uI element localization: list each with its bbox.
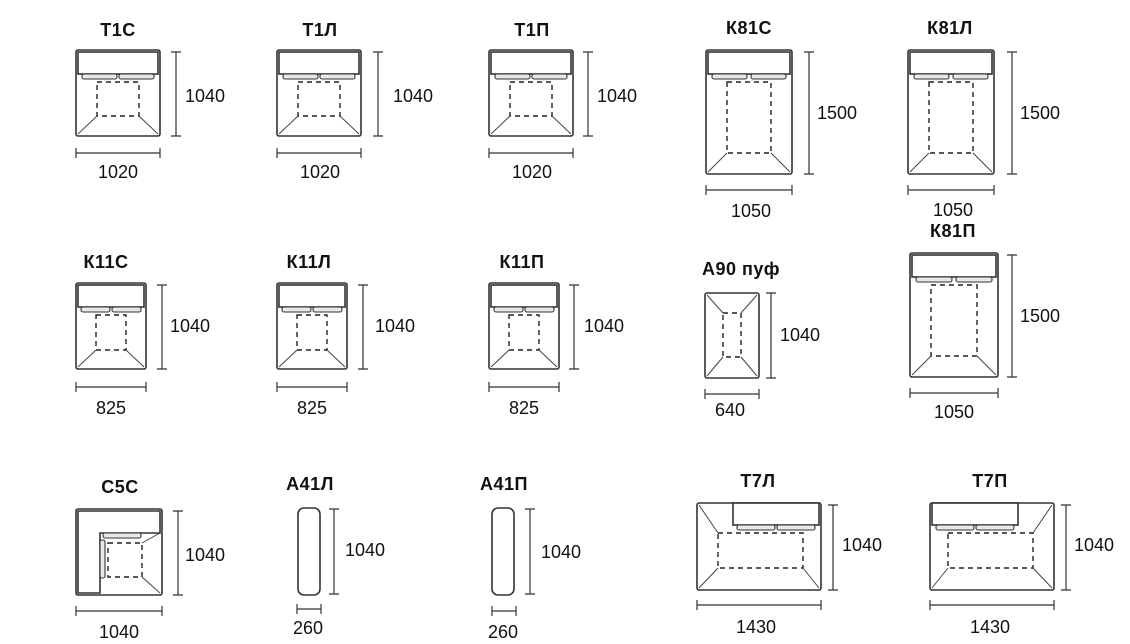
height-dimension: 1040 <box>393 86 433 106</box>
module-a90-pouf: А90 пуф 1040 640 <box>702 259 820 420</box>
module-label: К81С <box>726 18 772 38</box>
module-label: А41П <box>480 474 528 494</box>
module-label: А90 пуф <box>702 259 780 279</box>
height-dimension: 1040 <box>185 86 225 106</box>
module-label: К81П <box>930 221 976 241</box>
height-dimension: 1040 <box>185 545 225 565</box>
width-dimension: 1050 <box>731 201 771 221</box>
height-dimension: 1040 <box>541 542 581 562</box>
width-dimension: 1050 <box>934 402 974 422</box>
height-dimension: 1040 <box>597 86 637 106</box>
module-k11p: К11П 1040 825 <box>488 252 624 418</box>
module-label: Т1С <box>100 20 136 40</box>
width-dimension: 1050 <box>933 200 973 220</box>
width-dimension: 260 <box>293 618 323 638</box>
module-label: Т7П <box>972 471 1007 491</box>
module-label: К11С <box>83 252 128 272</box>
module-t1l: Т1Л 1040 1020 <box>276 20 433 182</box>
width-dimension: 825 <box>96 398 126 418</box>
module-a41p: А41П 1040 260 <box>480 474 581 642</box>
module-label: А41Л <box>286 474 334 494</box>
module-c5c: С5С 1040 1040 <box>75 477 225 642</box>
module-label: Т7Л <box>740 471 775 491</box>
module-t1c: Т1С 1040 1020 <box>75 20 225 182</box>
module-k81c: К81С 1500 1050 <box>705 18 857 221</box>
width-dimension: 1020 <box>512 162 552 182</box>
module-t1p: Т1П 1040 1020 <box>488 20 637 182</box>
height-dimension: 1500 <box>1020 306 1060 326</box>
width-dimension: 825 <box>509 398 539 418</box>
height-dimension: 1040 <box>170 316 210 336</box>
module-label: К81Л <box>927 18 973 38</box>
width-dimension: 825 <box>297 398 327 418</box>
height-dimension: 1040 <box>375 316 415 336</box>
module-label: К11Л <box>287 252 332 272</box>
module-k11c: К11С 1040 825 <box>75 252 210 418</box>
height-dimension: 1040 <box>345 540 385 560</box>
module-label: К11П <box>500 252 545 272</box>
width-dimension: 260 <box>488 622 518 642</box>
width-dimension: 1020 <box>98 162 138 182</box>
module-a41l: А41Л 1040 260 <box>286 474 385 638</box>
width-dimension: 1430 <box>736 617 776 637</box>
width-dimension: 1040 <box>99 622 139 642</box>
module-k81l: К81Л 1500 1050 <box>907 18 1060 220</box>
module-label: С5С <box>101 477 139 497</box>
module-k81p: К81П 1500 1050 <box>909 221 1060 422</box>
module-t7l: Т7Л 1040 1430 <box>696 471 882 637</box>
height-dimension: 1040 <box>1074 535 1114 555</box>
module-label: Т1П <box>514 20 549 40</box>
height-dimension: 1040 <box>780 325 820 345</box>
module-label: Т1Л <box>302 20 337 40</box>
height-dimension: 1500 <box>1020 103 1060 123</box>
module-k11l: К11Л 1040 825 <box>276 252 415 418</box>
height-dimension: 1500 <box>817 103 857 123</box>
height-dimension: 1040 <box>842 535 882 555</box>
width-dimension: 1430 <box>970 617 1010 637</box>
module-t7p: Т7П 1040 1430 <box>929 471 1114 637</box>
width-dimension: 1020 <box>300 162 340 182</box>
width-dimension: 640 <box>715 400 745 420</box>
height-dimension: 1040 <box>584 316 624 336</box>
